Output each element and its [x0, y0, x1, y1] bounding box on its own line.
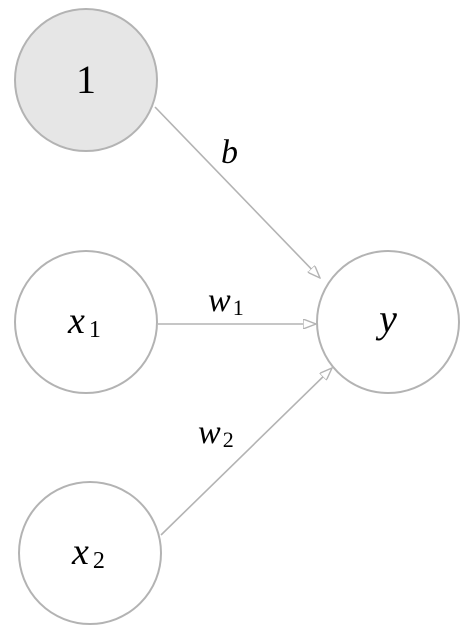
edge-label-w2: w2: [198, 414, 234, 452]
node-y: y: [316, 250, 460, 394]
node-y-label: y: [375, 296, 397, 341]
node-x1-subscript: 1: [89, 317, 101, 343]
node-bias-circle: [14, 8, 158, 152]
edge-label-w2-subscript: 2: [223, 427, 234, 452]
node-y-circle: [316, 250, 460, 394]
node-bias: 1: [14, 8, 158, 152]
edge-label-w1: w1: [208, 282, 244, 320]
node-x1-symbol: x: [67, 300, 85, 342]
edge-label-b: b: [221, 134, 238, 171]
edge-x2-to-y: [160, 368, 332, 536]
edge-bias-to-y: [154, 106, 320, 278]
edge-label-w2-symbol: w: [198, 414, 221, 451]
node-x1-circle: [14, 250, 158, 394]
node-x2-subscript: 2: [93, 548, 105, 574]
node-x2-circle: [18, 481, 162, 625]
node-x2-symbol: x: [71, 531, 89, 573]
edge-label-w1-symbol: w: [208, 282, 231, 319]
edge-label-w1-subscript: 1: [233, 295, 244, 320]
node-bias-label: 1: [76, 57, 96, 102]
